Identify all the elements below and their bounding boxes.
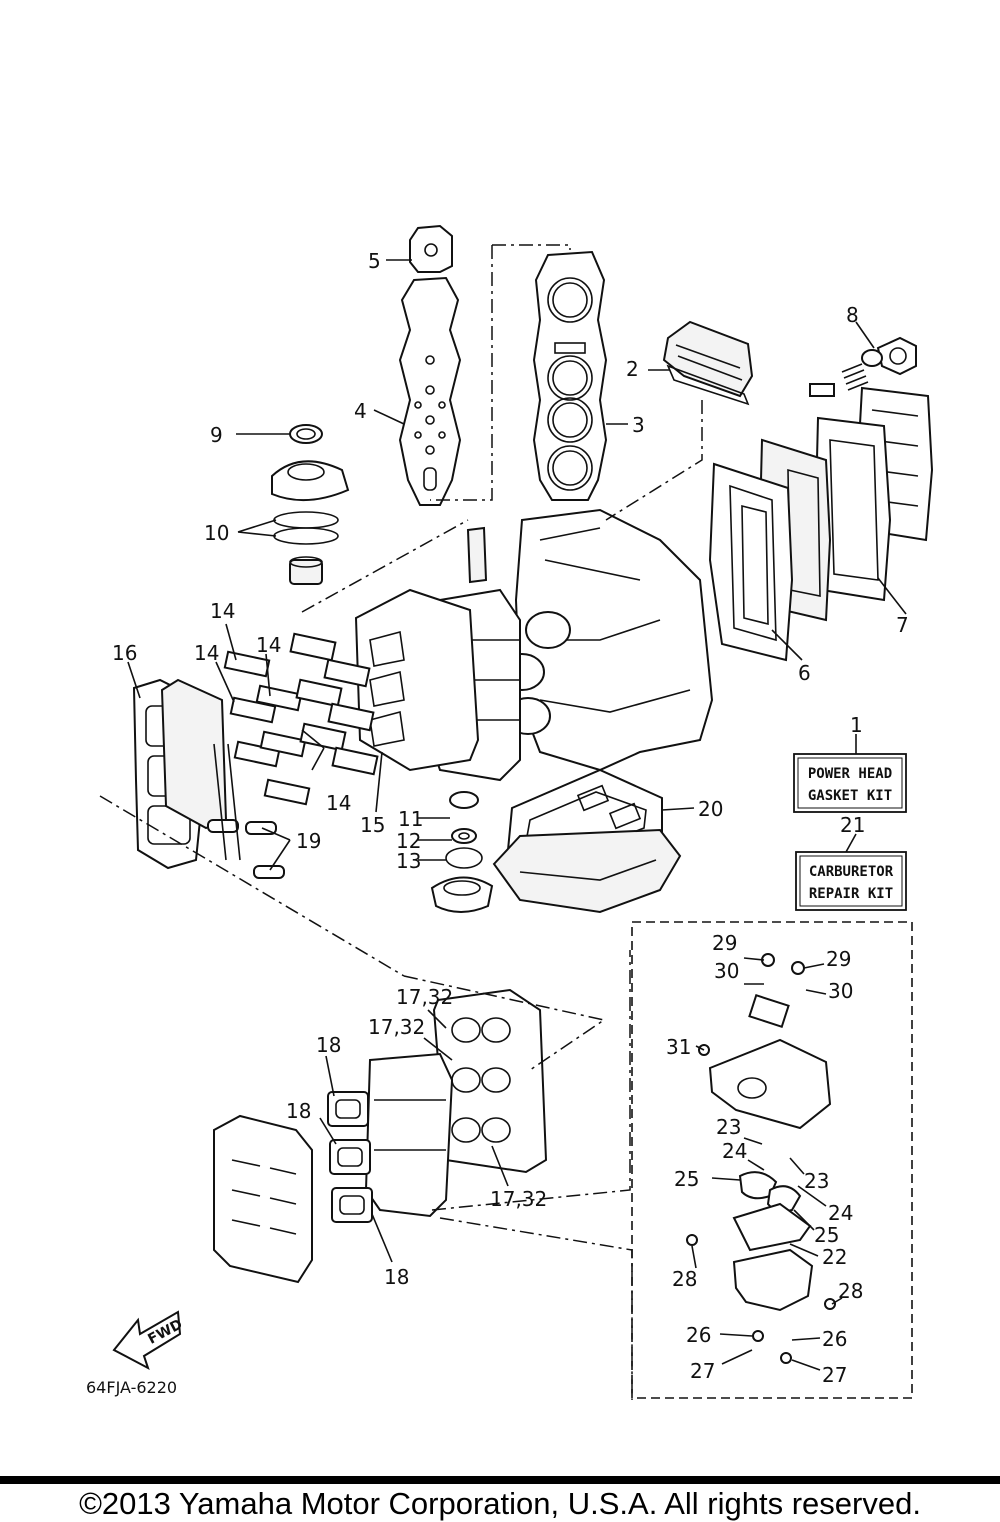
callout-13: 13: [396, 849, 421, 873]
forward-arrow-icon: FWD: [112, 1310, 185, 1371]
callout-18a: 18: [316, 1033, 341, 1057]
callout-24b: 24: [828, 1201, 853, 1225]
power-head-gasket-kit-box: POWER HEAD GASKET KIT: [793, 753, 907, 813]
callout-28a: 28: [672, 1267, 697, 1291]
intake-silencer: [213, 1114, 313, 1284]
callout-27a: 27: [690, 1359, 715, 1383]
footer-divider: [0, 1476, 1000, 1484]
callout-14a: 14: [210, 599, 235, 623]
callout-25b: 25: [814, 1223, 839, 1247]
callout-22: 22: [822, 1245, 847, 1269]
callout-14b: 14: [194, 641, 219, 665]
carburetor-kit-line1: CARBURETOR: [809, 864, 894, 880]
cylinder-block: [499, 508, 714, 772]
callout-27b: 27: [822, 1363, 847, 1387]
intake-plate: [160, 678, 228, 830]
callout-10: 10: [204, 521, 229, 545]
alignment-lines: [99, 244, 703, 1400]
callout-3: 3: [632, 413, 645, 437]
part-18-gaskets: [327, 1091, 373, 1223]
callout-23a: 23: [716, 1115, 741, 1139]
part-15-crankcase: [354, 588, 480, 772]
diagram-code: 64FJA-6220: [86, 1378, 177, 1397]
callout-1: 1: [850, 713, 863, 737]
callout-18b: 18: [286, 1099, 311, 1123]
exploded-parts-diagram: 1 2 3 4 5 6 7 8 9 10 11 12 13 14 14 14 1…: [86, 224, 934, 1400]
callout-6: 6: [798, 661, 811, 685]
callout-17c: 17,32: [490, 1187, 547, 1211]
carburetor-kit-boundary: [631, 921, 913, 1399]
callout-19: 19: [296, 829, 321, 853]
callout-labels: 1 2 3 4 5 6 7 8 9 10 11 12 13 14 14 14 1…: [112, 249, 909, 1387]
callout-4: 4: [354, 399, 367, 423]
callout-21: 21: [840, 813, 865, 837]
callout-24a: 24: [722, 1139, 747, 1163]
part-10-seal-housing: [271, 460, 350, 585]
part-14-reed-valves: [223, 632, 379, 806]
callout-2: 2: [626, 357, 639, 381]
callout-31: 31: [666, 1035, 691, 1059]
power-head-kit-line2: GASKET KIT: [808, 788, 892, 804]
part-19-gaskets: [207, 743, 285, 879]
carburetor-repair-kit-box: CARBURETOR REPAIR KIT: [795, 851, 907, 911]
callout-26b: 26: [822, 1327, 847, 1351]
callout-26a: 26: [686, 1323, 711, 1347]
part-5-cover: [409, 224, 453, 273]
callout-14c: 14: [256, 633, 281, 657]
callout-12: 12: [396, 829, 421, 853]
part-7-plates: [814, 386, 934, 602]
callout-9: 9: [210, 423, 223, 447]
callout-20: 20: [698, 797, 723, 821]
part-12-bearing: [451, 828, 477, 844]
callout-11: 11: [398, 807, 423, 831]
callout-17b: 17,32: [368, 1015, 425, 1039]
callout-17a: 17,32: [396, 985, 453, 1009]
exhaust-guide: [492, 828, 682, 914]
part-9-oil-seal: [289, 424, 323, 444]
callout-15: 15: [360, 813, 385, 837]
lower-seal-housing: [430, 876, 494, 913]
part-13-o-ring: [445, 847, 483, 869]
carburetor-kit-parts: [686, 953, 836, 1364]
callout-30b: 30: [828, 979, 853, 1003]
part-4-exhaust-gasket: [398, 276, 462, 506]
callout-28b: 28: [838, 1279, 863, 1303]
part-8-thermostat: [809, 336, 917, 397]
callout-30a: 30: [714, 959, 739, 983]
callout-29a: 29: [712, 931, 737, 955]
callout-29b: 29: [826, 947, 851, 971]
callout-25a: 25: [674, 1167, 699, 1191]
power-head-kit-line1: POWER HEAD: [808, 766, 892, 782]
part-11-oil-seal: [449, 791, 479, 809]
callout-23b: 23: [804, 1169, 829, 1193]
carburetor-kit-line2: REPAIR KIT: [809, 886, 893, 902]
copyright-notice: ©2013 Yamaha Motor Corporation, U.S.A. A…: [79, 1486, 921, 1521]
callout-5: 5: [368, 249, 381, 273]
callout-7: 7: [896, 613, 909, 637]
part-3-head-gasket: [532, 250, 608, 501]
part-6-gasket: [708, 438, 832, 662]
callout-16: 16: [112, 641, 137, 665]
leader-lines: [127, 259, 907, 1371]
callout-14d: 14: [326, 791, 351, 815]
callout-8: 8: [846, 303, 859, 327]
part-17-carburetor-plate: [432, 988, 548, 1174]
callout-18c: 18: [384, 1265, 409, 1289]
part-2-cover: [662, 320, 754, 406]
carburetor-bodies: [364, 1052, 454, 1218]
